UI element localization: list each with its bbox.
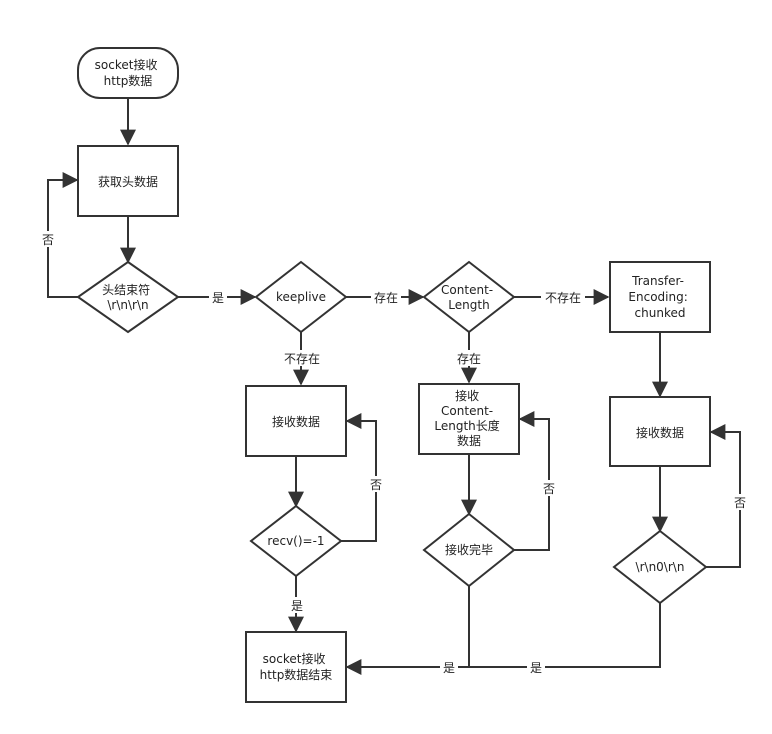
recv-eq-decision [249,504,343,578]
header-end-decision [76,260,180,334]
chunk-end-decision [612,529,708,605]
transfer-encoding-label: Transfer- Encoding: chunked [628,274,691,320]
recv-done-decision [422,512,516,588]
recv-data-3-process [609,396,711,467]
transfer-encoding-process [609,261,711,333]
recv-eq-label: recv()=-1 [267,534,324,548]
content-length-decision [422,260,516,334]
get-header-process [77,145,179,217]
recv-data-3-label: 接收数据 [636,425,684,440]
edge-label-header-no: 否 [42,233,54,247]
content-length-label: Content- Length [441,283,497,312]
edge-label-chunk-end-no: 否 [734,496,746,510]
chunk-end-label: \r\n0\r\n [636,560,685,574]
edge-label-recv-eq-no: 否 [370,478,382,492]
edge-label-chunk-end-yes: 是 [530,661,542,675]
edge-label-header-yes: 是 [212,291,224,305]
edge-label-cl-exists: 存在 [457,352,481,366]
nodes: socket接收 http数据 获取头数据 头结束符 \r\n\r\n keep… [76,47,711,703]
start-terminal [77,47,179,99]
get-header-label: 获取头数据 [98,174,158,189]
header-end-label: 头结束符 \r\n\r\n [102,282,154,312]
edge-chunk-end-to-end [469,602,661,668]
recv-data-label: 接收数据 [272,414,320,429]
edge-label-keeplive-exists: 存在 [374,291,398,305]
edge-recv-done-to-end [345,586,470,675]
edge-label-recv-eq-yes: 是 [291,599,303,613]
edge-label-keeplive-absent: 不存在 [284,352,320,366]
recv-content-length-label: 接收 Content- Length长度 数据 [434,388,503,448]
start-label: socket接收 http数据 [95,57,162,88]
keeplive-label: keeplive [276,290,326,304]
edge-label-recv-done-no: 否 [543,482,555,496]
recv-done-label: 接收完毕 [445,542,493,557]
edge-labels: 否 是 存在 不存在 不存在 存在 否 是 否 是 否 是 [40,231,748,675]
end-process [245,631,347,703]
recv-data-process [245,385,347,457]
edge-label-recv-done-yes: 是 [443,661,455,675]
edge-label-cl-absent: 不存在 [545,291,581,305]
end-label: socket接收 http数据结束 [260,651,333,682]
recv-content-length-process [418,383,520,455]
keeplive-decision [254,260,348,334]
